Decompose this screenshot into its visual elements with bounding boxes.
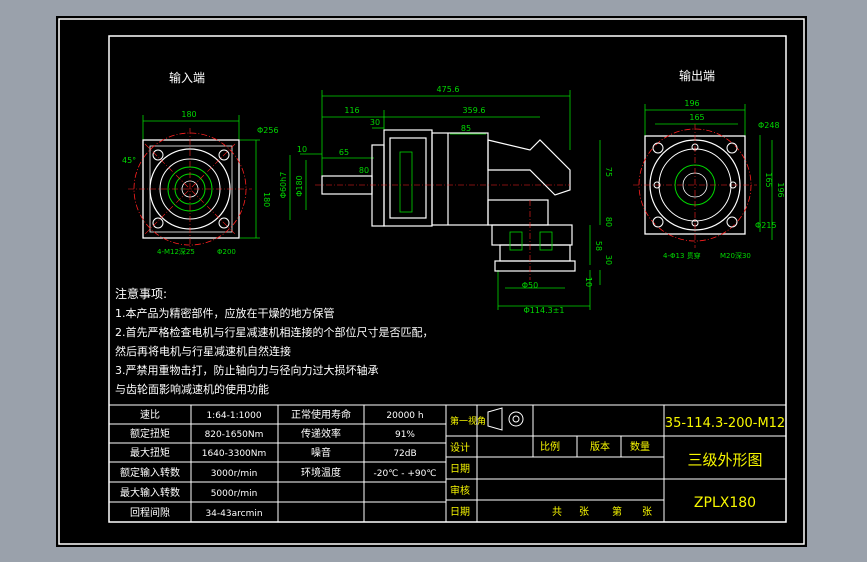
output-dim-196: 196: [776, 182, 785, 197]
spec-key: 最大扭矩: [130, 446, 170, 459]
review-label: 审核: [450, 484, 470, 497]
notes-line-1: 1.本产品为精密部件，应放在干燥的地方保管: [115, 306, 335, 320]
spec-value: 72dB: [393, 449, 416, 459]
total-label: 共: [552, 506, 562, 518]
notes-line-3: 然后再将电机与行星减速机自然连接: [115, 344, 291, 358]
outer-frame: [58, 18, 805, 545]
spec-value: 34-43arcmin: [205, 509, 262, 519]
spec-value: 1640-3300Nm: [202, 449, 267, 459]
side-view: 475.6 359.6 116 30 85 10 65 80 Φ60h7 Φ18…: [279, 85, 613, 315]
output-dim-thread: M20深30: [720, 251, 751, 260]
input-dim-width: 180: [181, 110, 196, 119]
spec-value: 91%: [395, 430, 415, 440]
spec-row-1: 速比 1:64-1:1000 正常使用寿命 20000 h: [140, 408, 424, 421]
spec-key: 回程间隙: [130, 506, 170, 519]
side-dim-foot: Φ50: [522, 281, 538, 290]
side-dim-10: 10: [297, 145, 307, 154]
notes-block: 注意事项: 1.本产品为精密部件，应放在干燥的地方保管 2.首先严格检查电机与行…: [115, 286, 434, 396]
notes-heading: 注意事项:: [115, 286, 167, 301]
output-dim-height: 165: [764, 172, 773, 187]
spec-row-6: 回程间隙 34-43arcmin: [130, 506, 263, 519]
part-number: 35-114.3-200-M12: [665, 416, 785, 431]
spec-row-5: 最大输入转数 5000r/min: [120, 486, 257, 499]
output-view-title: 输出端: [679, 68, 715, 83]
side-dim-shaft: Φ60h7: [279, 172, 288, 199]
design-label: 设计: [450, 441, 470, 454]
input-end-view: 输入端 180 Φ256 180 45° 4-M12深25 Φ200: [122, 70, 279, 256]
side-dim-mid: 359.6: [463, 106, 486, 115]
spec-value: -20℃ - +90℃: [374, 469, 437, 479]
spec-row-2: 额定扭矩 820-1650Nm 传递效率 91%: [130, 427, 415, 440]
notes-line-2: 2.首先严格检查电机与行星减速机相连接的个部位尺寸是否匹配，: [115, 325, 434, 339]
spec-row-3: 最大扭矩 1640-3300Nm 噪音 72dB: [130, 446, 417, 459]
spec-key: 额定输入转数: [120, 466, 180, 479]
sheet-unit-1: 张: [579, 506, 589, 518]
sheet-unit-2: 张: [642, 506, 652, 518]
spec-key: 额定扭矩: [130, 427, 170, 440]
title-block-grid: [445, 404, 787, 523]
side-dim-h80: 80: [604, 217, 613, 227]
notes-line-5: 与齿轮面影响减速机的使用功能: [115, 382, 269, 396]
input-dim-bolt-circle: Φ256: [257, 126, 279, 135]
spec-value: 820-1650Nm: [205, 430, 264, 440]
spec-key: 环境温度: [301, 466, 341, 479]
side-dim-h30: 30: [604, 255, 613, 265]
spec-value: 20000 h: [386, 411, 423, 421]
output-dim-holes: 4-Φ13 贯穿: [663, 251, 701, 260]
paper-background: [56, 16, 807, 547]
spec-table: [108, 404, 447, 523]
spec-key: 最大输入转数: [120, 486, 180, 499]
output-dim-bolt: Φ248: [758, 121, 780, 130]
input-view-title: 输入端: [169, 70, 205, 85]
output-end-view: 输出端 196 165 Φ248 165 196 Φ215 4-Φ13 贯穿 M…: [633, 68, 785, 260]
projection-symbol-icon: [487, 407, 524, 431]
side-dim-flange: Φ180: [295, 175, 304, 197]
output-dim-215: Φ215: [755, 221, 777, 230]
side-dim-right-h: 75: [604, 167, 613, 177]
sheet-no-label: 第: [612, 505, 622, 518]
date-label-1: 日期: [450, 463, 470, 475]
version-label: 版本: [590, 440, 610, 453]
spec-key: 正常使用寿命: [291, 408, 351, 421]
notes-line-4: 3.严禁用重物击打，防止轴向力与径向力过大损坏轴承: [115, 363, 379, 377]
input-dim-holes: 4-M12深25: [157, 247, 195, 256]
side-dim-overall: 475.6: [437, 85, 460, 94]
spec-key: 速比: [140, 409, 160, 421]
input-dim-height: 180: [262, 192, 271, 207]
side-dim-h58: 58: [594, 241, 603, 251]
input-dim-pilot: Φ200: [217, 248, 236, 256]
model-number: ZPLX180: [694, 495, 756, 511]
input-dim-angle: 45°: [122, 156, 136, 165]
date-label-2: 日期: [450, 506, 470, 518]
output-dim-width2: 165: [689, 113, 704, 122]
spec-key: 噪音: [311, 446, 331, 459]
projection-label: 第一视角: [450, 415, 486, 427]
spec-value: 3000r/min: [211, 469, 258, 479]
side-dim-foot2: Φ114.3±1: [524, 306, 565, 315]
side-dim-65: 65: [339, 148, 349, 157]
side-dim-h10: 10: [584, 277, 593, 287]
drawing-name: 三级外形图: [687, 451, 762, 469]
side-dim-30: 30: [370, 118, 380, 127]
quantity-label: 数量: [630, 440, 650, 453]
spec-value: 5000r/min: [211, 489, 258, 499]
side-dim-80: 80: [359, 166, 369, 175]
output-dim-width1: 196: [684, 99, 699, 108]
title-block: 第一视角 设计 日期 审核 日期 比例 版本 数量 共 张 第 张 35-114…: [450, 407, 785, 518]
spec-value: 1:64-1:1000: [206, 411, 261, 421]
scale-label: 比例: [540, 440, 560, 453]
spec-key: 传递效率: [301, 427, 341, 440]
side-dim-116: 116: [344, 106, 359, 115]
side-dim-85: 85: [461, 124, 471, 133]
spec-row-4: 额定输入转数 3000r/min 环境温度 -20℃ - +90℃: [120, 466, 436, 479]
